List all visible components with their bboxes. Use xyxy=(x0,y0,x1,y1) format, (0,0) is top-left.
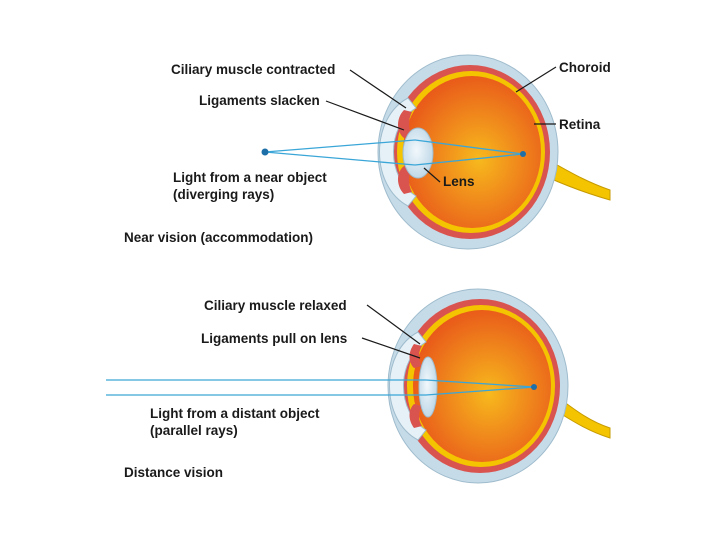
near-ray-bottom-out xyxy=(414,153,524,166)
near-ray-bottom-in xyxy=(264,151,416,166)
distance-light-label-line1: Light from a distant object xyxy=(150,406,320,421)
near-vision-caption: Near vision (accommodation) xyxy=(124,230,314,245)
near-eye xyxy=(261,54,611,250)
lens-label: Lens xyxy=(443,174,475,189)
near-light-label-line1: Light from a near object xyxy=(173,170,327,185)
retina-label: Retina xyxy=(559,117,601,132)
near-vitreous xyxy=(403,76,541,228)
distance-focus-dot xyxy=(531,384,537,390)
distance-vision-caption: Distance vision xyxy=(124,465,224,480)
near-light-label-line2: (diverging rays) xyxy=(173,187,275,202)
near-choroid-leader xyxy=(515,66,557,93)
distance-ciliary-label: Ciliary muscle relaxed xyxy=(204,298,347,313)
distance-eye xyxy=(106,288,611,484)
near-focus-dot xyxy=(520,151,526,157)
distance-ligaments-leader xyxy=(361,337,421,359)
distance-vitreous xyxy=(413,310,551,462)
near-ray-top-out xyxy=(414,139,524,155)
distance-ciliary-bottom xyxy=(409,404,422,428)
near-ray-top-in xyxy=(264,139,416,153)
distance-ray-top-out xyxy=(425,379,535,388)
choroid-label: Choroid xyxy=(559,60,611,75)
distance-light-label-line2: (parallel rays) xyxy=(150,423,238,438)
near-object-dot xyxy=(261,148,269,156)
distance-lens xyxy=(418,356,438,418)
near-lens xyxy=(402,127,434,179)
near-ciliary-label: Ciliary muscle contracted xyxy=(171,62,336,77)
distance-ligaments-label: Ligaments pull on lens xyxy=(201,331,348,346)
distance-ciliary-leader xyxy=(366,304,421,345)
near-lens-leader xyxy=(423,167,441,183)
near-ligaments-leader xyxy=(325,100,405,131)
near-ciliary-leader xyxy=(349,69,407,109)
near-ligaments-label: Ligaments slacken xyxy=(199,93,320,108)
distance-ray-bottom-out xyxy=(425,386,535,396)
near-ciliary-top xyxy=(398,110,412,138)
distance-cornea xyxy=(389,331,427,441)
